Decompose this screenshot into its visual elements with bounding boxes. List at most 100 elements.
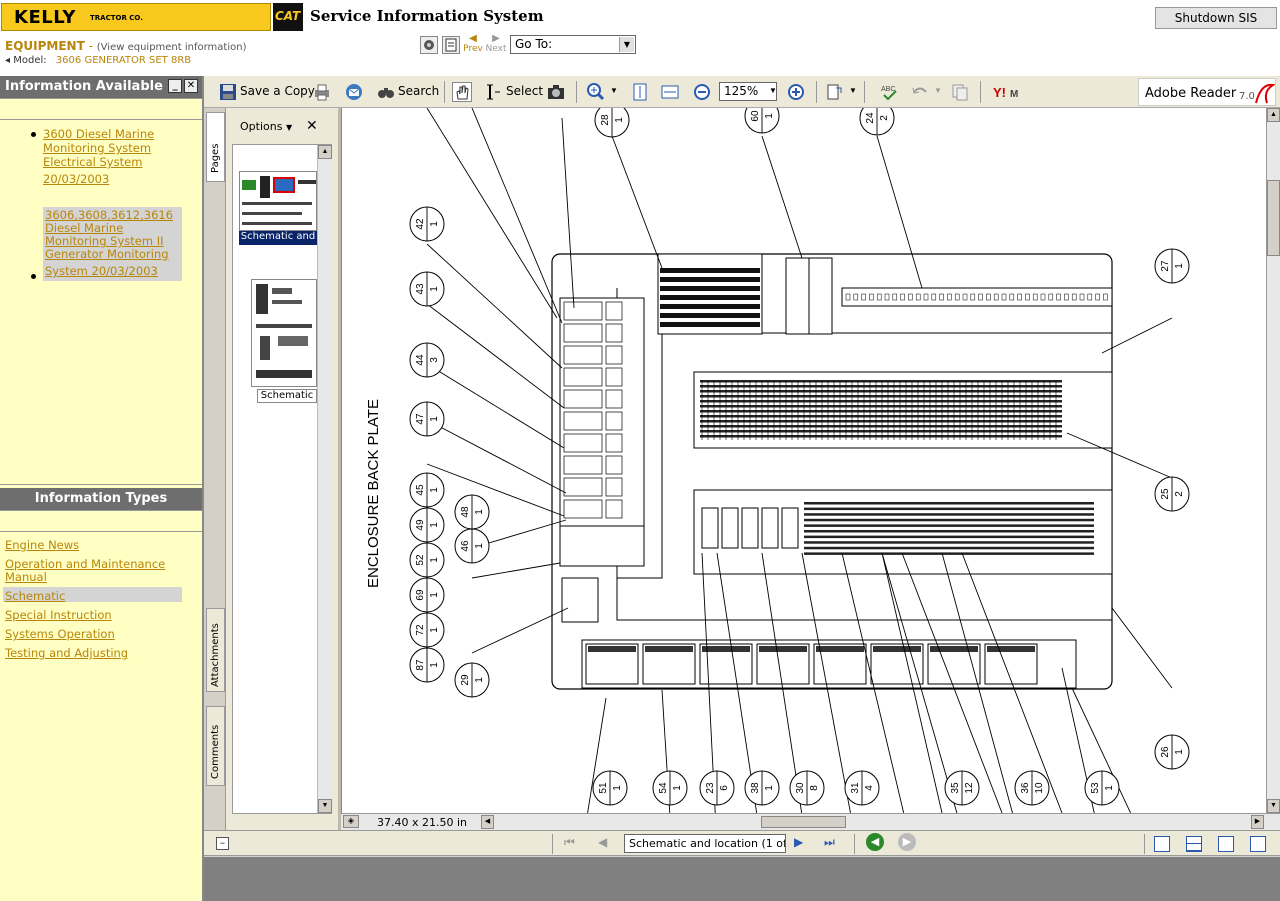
camera-icon[interactable] <box>420 36 438 54</box>
zoom-in-icon[interactable] <box>786 82 806 102</box>
save-copy-button[interactable]: Save a Copy <box>240 84 315 98</box>
rotate-view-icon[interactable] <box>824 82 844 102</box>
search-button[interactable]: Search <box>398 84 440 98</box>
equipment-heading[interactable]: EQUIPMENT - (View equipment information) <box>5 39 247 53</box>
next-button[interactable]: ▶ Next <box>485 33 507 54</box>
document-vertical-scrollbar[interactable]: ▲ ▼ <box>1266 108 1280 813</box>
tab-comments[interactable]: Comments <box>206 706 225 786</box>
last-page-icon[interactable]: ⏭ <box>824 835 835 849</box>
continuous-facing-icon[interactable] <box>1250 836 1266 852</box>
select-button[interactable]: Select <box>506 84 544 98</box>
document-horizontal-scrollbar[interactable]: ◈ 37.40 x 21.50 in ◀ ▶ <box>341 813 1280 830</box>
spell-check-icon[interactable]: ABC <box>880 82 900 102</box>
chevron-down-icon[interactable]: ▼ <box>285 123 293 132</box>
go-back-icon[interactable]: ◀ <box>866 833 884 851</box>
undo-icon[interactable] <box>910 82 930 102</box>
relay-cell <box>563 433 603 453</box>
fit-width-icon[interactable] <box>660 82 680 102</box>
page-thumbnail-2-label[interactable]: Schematic <box>257 389 317 403</box>
scroll-down-icon[interactable]: ▼ <box>318 799 332 813</box>
shutdown-button[interactable]: Shutdown SIS <box>1155 7 1277 29</box>
zoom-out-icon[interactable] <box>692 82 712 102</box>
go-forward-icon[interactable]: ▶ <box>898 833 916 851</box>
scroll-left-icon[interactable]: ◀ <box>481 815 494 829</box>
scroll-right-icon[interactable]: ▶ <box>1251 815 1264 829</box>
doc-link-line[interactable]: Electrical System <box>43 155 143 169</box>
pane-splitter[interactable] <box>338 108 341 830</box>
snapshot-icon[interactable] <box>546 82 566 102</box>
type-engine-news[interactable]: Engine News <box>5 538 80 552</box>
goto-select[interactable]: Go To: ▼ <box>510 35 636 54</box>
fit-height-icon[interactable] <box>630 82 650 102</box>
doc-link-line[interactable]: 20/03/2003 <box>43 172 110 186</box>
save-icon[interactable] <box>218 82 238 102</box>
doc-link-1[interactable]: 3600 Diesel Marine Monitoring System Ele… <box>43 127 154 186</box>
close-icon[interactable]: ✕ <box>184 79 198 93</box>
minimize-icon[interactable]: _ <box>168 79 182 93</box>
type-systems-operation[interactable]: Systems Operation <box>5 627 115 641</box>
email-icon[interactable] <box>344 82 364 102</box>
scroll-down-icon[interactable]: ▼ <box>1267 799 1280 813</box>
document-icon[interactable] <box>442 36 460 54</box>
type-testing-adjusting[interactable]: Testing and Adjusting <box>5 646 129 660</box>
type-operation-maintenance-manual[interactable]: Manual <box>5 570 47 584</box>
doc-link-2[interactable]: 3606,3608,3612,3616 Diesel Marine Monito… <box>45 209 173 278</box>
collapse-icon[interactable]: − <box>216 837 229 850</box>
doc-link-line[interactable]: System 20/03/2003 <box>45 264 158 278</box>
scroll-up-icon[interactable]: ▲ <box>1267 108 1280 122</box>
page-thumbnail-1[interactable] <box>239 171 317 231</box>
zoom-level-input[interactable]: 125% <box>719 82 777 101</box>
doc-link-line[interactable]: Monitoring System <box>43 141 152 155</box>
equipment-label[interactable]: EQUIPMENT <box>5 39 85 53</box>
terminal-row <box>700 425 1062 428</box>
equipment-hint: (View equipment information) <box>96 42 247 53</box>
chevron-down-icon[interactable]: ▼ <box>610 86 618 95</box>
prev-page-icon[interactable]: ◀ <box>598 835 608 849</box>
heat-fin <box>660 277 760 282</box>
single-page-icon[interactable] <box>1154 836 1170 852</box>
scroll-up-icon[interactable]: ▲ <box>318 145 332 159</box>
close-icon[interactable]: ✕ <box>306 118 318 134</box>
chevron-down-icon[interactable]: ▼ <box>619 37 634 52</box>
yahoo-search-icon[interactable]: Y!M <box>992 82 1026 102</box>
print-icon[interactable] <box>312 82 332 102</box>
split-view-icon[interactable]: ◈ <box>343 815 359 828</box>
page-thumbnail-2[interactable] <box>251 279 317 387</box>
chevron-down-icon[interactable]: ▼ <box>849 86 857 95</box>
page-thumbnail-1-label[interactable]: Schematic and <box>239 231 317 245</box>
rail-slot <box>939 293 944 301</box>
tab-pages[interactable]: Pages <box>206 112 225 182</box>
doc-link-line[interactable]: Generator Monitoring <box>45 247 169 261</box>
first-page-icon[interactable]: ⏮ <box>564 835 575 849</box>
options-menu[interactable]: Options ▼ <box>240 120 292 133</box>
zoom-in-tool-icon[interactable] <box>586 82 606 102</box>
binoculars-icon[interactable] <box>376 82 396 102</box>
info-available-title: Information Available <box>5 79 163 94</box>
thumbnail-scrollbar[interactable]: ▲ ▼ <box>317 145 332 813</box>
page-indicator[interactable]: Schematic and location (1 of 2) <box>624 834 786 853</box>
small-module <box>561 577 599 623</box>
scroll-thumb[interactable] <box>761 816 846 828</box>
copy-icon[interactable] <box>950 82 970 102</box>
doc-link-line[interactable]: Diesel Marine <box>45 221 124 235</box>
prev-button[interactable]: ◀ Prev <box>463 33 483 54</box>
select-text-icon[interactable] <box>484 82 504 102</box>
type-operation-maintenance[interactable]: Operation and Maintenance <box>5 557 166 571</box>
scroll-thumb[interactable] <box>1267 180 1280 256</box>
tab-attachments[interactable]: Attachments <box>206 608 225 692</box>
continuous-page-icon[interactable] <box>1186 836 1202 852</box>
hand-tool-icon[interactable] <box>452 82 472 102</box>
type-special-instruction[interactable]: Special Instruction <box>5 608 112 622</box>
doc-link-line[interactable]: 3606,3608,3612,3616 <box>45 208 174 222</box>
doc-link-line[interactable]: 3600 Diesel Marine <box>43 127 155 141</box>
doc-link-line[interactable]: Monitoring System II <box>45 234 164 248</box>
options-label[interactable]: Options <box>240 120 283 133</box>
cat-logo-text: CAT <box>275 9 301 23</box>
facing-page-icon[interactable] <box>1218 836 1234 852</box>
type-schematic[interactable]: Schematic <box>5 589 66 603</box>
chevron-down-icon[interactable]: ▼ <box>934 86 942 95</box>
chevron-down-icon[interactable]: ▼ <box>769 86 777 95</box>
next-page-icon[interactable]: ▶ <box>794 835 804 849</box>
